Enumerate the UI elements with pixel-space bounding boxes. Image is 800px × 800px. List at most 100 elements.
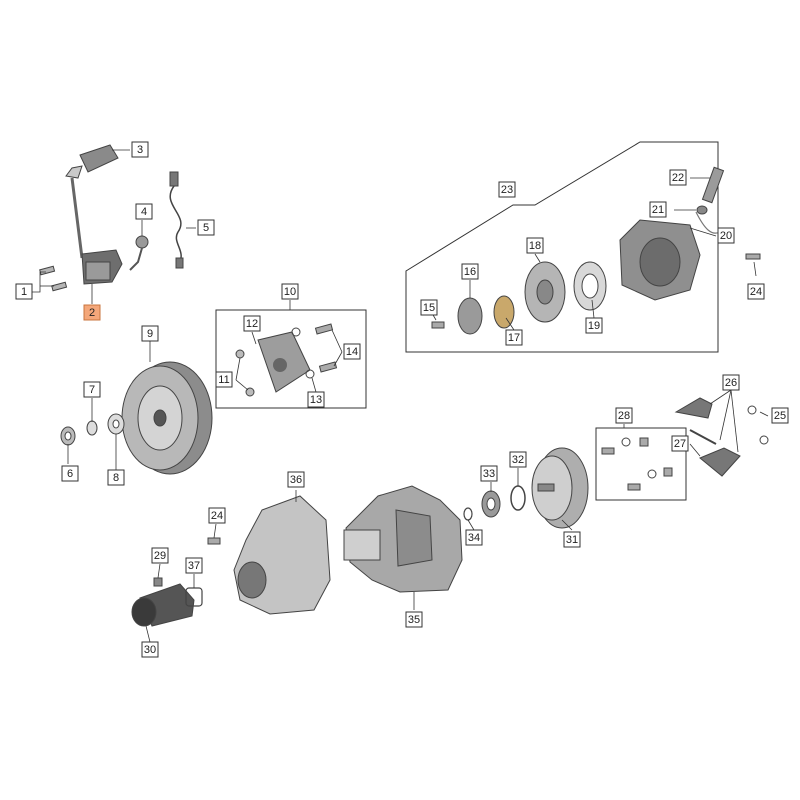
callout-26: 26	[722, 374, 740, 391]
starter-spring-part	[493, 295, 515, 329]
callout-number: 28	[618, 410, 630, 422]
callout-15: 15	[420, 299, 438, 316]
starter-recoil-spring-part	[573, 261, 607, 311]
callout-number: 3	[137, 144, 143, 156]
flywheel-part	[121, 361, 213, 475]
callout-number: 11	[218, 374, 229, 386]
starter-rope-part	[695, 211, 721, 234]
module-nuts-part	[235, 349, 255, 397]
callout-22: 22	[669, 169, 687, 186]
callout-23: 23	[498, 181, 516, 198]
housing-screw-part	[745, 253, 761, 260]
callout-19: 19	[585, 317, 603, 334]
callout-number: 2	[89, 307, 95, 319]
clutch-washers-part	[747, 405, 769, 445]
callout-32: 32	[509, 451, 527, 468]
callout-number: 29	[154, 550, 166, 562]
starter-grommet-part	[696, 205, 708, 215]
callout-7: 7	[83, 381, 101, 398]
callout-number: 17	[508, 332, 520, 344]
leader-lines	[32, 149, 769, 643]
callout-number: 7	[89, 384, 95, 396]
callout-number: 27	[674, 438, 686, 450]
clutch-shoe-group-outline	[595, 427, 687, 501]
washer-large-part	[107, 413, 125, 435]
callout-number: 32	[512, 454, 524, 466]
callout-number: 24	[750, 286, 762, 298]
callout-24b: 24	[208, 507, 226, 524]
callout-29: 29	[151, 547, 169, 564]
callout-number: 33	[483, 468, 495, 480]
callout-number: 4	[141, 206, 147, 218]
callout-number: 15	[423, 302, 435, 314]
callout-10: 10	[281, 283, 299, 300]
callout-13: 13	[307, 391, 325, 408]
callout-number: 12	[246, 318, 258, 330]
callout-number: 5	[203, 222, 209, 234]
callout-6: 6	[61, 465, 79, 482]
callout-number: 9	[147, 328, 153, 340]
callout-number: 1	[21, 286, 27, 298]
callout-25: 25	[771, 407, 789, 424]
callout-27: 27	[671, 435, 689, 452]
clutch-housing-part	[343, 485, 463, 593]
callout-labels: 1234567891011121314151617181920212223242…	[15, 141, 789, 658]
callout-number: 25	[774, 410, 786, 422]
callout-number: 14	[346, 346, 358, 358]
callout-34: 34	[465, 529, 483, 546]
callout-number: 16	[464, 266, 476, 278]
callout-number: 18	[529, 240, 541, 252]
callout-4: 4	[135, 203, 153, 220]
circlip-part	[510, 485, 526, 511]
callout-17: 17	[505, 329, 523, 346]
starter-pulley-part	[524, 261, 566, 323]
starter-housing-part	[619, 219, 701, 301]
callout-16: 16	[461, 263, 479, 280]
spark-plug-cap-part	[65, 144, 119, 259]
callout-number: 6	[67, 468, 73, 480]
callout-number: 13	[310, 394, 322, 406]
cover-screw-part	[207, 537, 221, 545]
module-screws-part	[314, 323, 338, 373]
callout-number: 26	[725, 377, 737, 389]
callout-36: 36	[287, 471, 305, 488]
callout-number: 22	[672, 172, 684, 184]
fan-cover-part	[233, 495, 331, 615]
coil-screws-part	[39, 265, 68, 292]
callout-11: 11	[215, 371, 233, 388]
bearing-part	[481, 490, 501, 518]
callout-18: 18	[526, 237, 544, 254]
callout-number: 37	[188, 560, 200, 572]
callout-20: 20	[717, 227, 735, 244]
callout-24a: 24	[747, 283, 765, 300]
clutch-shoes-part	[674, 397, 741, 477]
callout-number: 10	[284, 286, 296, 298]
callout-9: 9	[141, 325, 159, 342]
callout-37: 37	[185, 557, 203, 574]
callout-28: 28	[615, 407, 633, 424]
module-springs-part	[291, 327, 315, 379]
callout-30: 30	[141, 641, 159, 658]
callout-8: 8	[107, 469, 125, 486]
callout-33: 33	[480, 465, 498, 482]
starter-handle-part	[701, 166, 725, 204]
callout-3: 3	[131, 141, 149, 158]
callout-14: 14	[343, 343, 361, 360]
callout-number: 19	[588, 320, 600, 332]
callout-number: 35	[408, 614, 420, 626]
washer-small-part	[86, 420, 98, 436]
ignition-module-group-outline	[215, 309, 367, 409]
callout-2: 2	[83, 304, 101, 321]
clutch-drum-part	[531, 447, 589, 529]
callout-12: 12	[243, 315, 261, 332]
callout-35: 35	[405, 611, 423, 628]
callout-number: 31	[566, 534, 578, 546]
callout-number: 24	[211, 510, 223, 522]
callout-number: 30	[144, 644, 156, 656]
starter-screw-part	[431, 321, 445, 329]
callout-21: 21	[649, 201, 667, 218]
small-washer-part	[463, 507, 473, 521]
flywheel-nut-part	[60, 426, 76, 446]
intake-screw-part	[153, 577, 163, 587]
